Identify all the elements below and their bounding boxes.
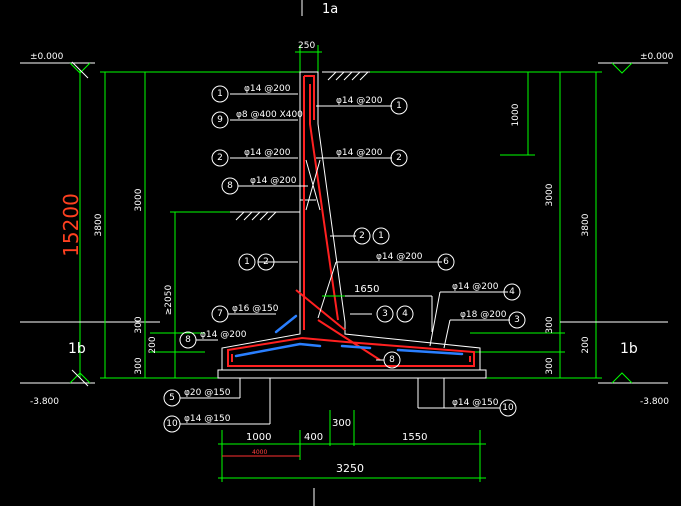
label-l2: φ8 @400 X400 xyxy=(236,110,303,120)
label-r4: φ14 @200 xyxy=(452,282,499,292)
svg-text:4: 4 xyxy=(509,287,515,297)
svg-text:5: 5 xyxy=(169,393,175,403)
svg-text:2: 2 xyxy=(396,153,402,163)
svg-text:8: 8 xyxy=(227,181,233,191)
left-dim-group: 3800 3000 ≥2050 300 200 300 xyxy=(94,71,300,379)
svg-text:4000: 4000 xyxy=(252,449,267,456)
svg-text:3000: 3000 xyxy=(134,188,144,211)
svg-text:7: 7 xyxy=(217,309,223,319)
svg-text:1000: 1000 xyxy=(246,432,271,443)
svg-text:300: 300 xyxy=(134,316,144,333)
svg-text:±0.000: ±0.000 xyxy=(30,52,64,62)
svg-text:200: 200 xyxy=(581,336,591,353)
big-dim-label: 15200 xyxy=(59,193,83,257)
svg-text:8: 8 xyxy=(389,355,395,365)
svg-text:1: 1 xyxy=(244,257,250,267)
leader-lines xyxy=(180,93,510,425)
svg-text:1000: 1000 xyxy=(511,103,521,126)
label-r1: φ14 @200 xyxy=(336,96,383,106)
svg-text:3250: 3250 xyxy=(336,462,364,475)
svg-text:300: 300 xyxy=(332,418,351,429)
svg-text:1: 1 xyxy=(378,231,384,241)
circle-markers: 1 9 2 8 1 2 1 2 2 1 6 4 3 3 4 8 7 8 5 10… xyxy=(163,85,526,433)
label-r3: φ14 @200 xyxy=(376,252,423,262)
svg-text:4: 4 xyxy=(402,309,408,319)
svg-text:6: 6 xyxy=(443,257,449,267)
base-slab xyxy=(217,369,487,379)
svg-text:-3.800: -3.800 xyxy=(640,397,669,407)
svg-text:10: 10 xyxy=(502,403,514,413)
label-l3: φ14 @200 xyxy=(244,148,291,158)
svg-text:3: 3 xyxy=(382,309,388,319)
svg-text:1: 1 xyxy=(217,89,223,99)
svg-text:1650: 1650 xyxy=(354,284,379,295)
label-l4: φ14 @200 xyxy=(250,176,297,186)
label-r2: φ14 @200 xyxy=(336,148,383,158)
label-l5: φ16 @150 xyxy=(232,304,279,314)
svg-text:10: 10 xyxy=(166,419,178,429)
svg-text:300: 300 xyxy=(545,357,555,374)
svg-text:±0.000: ±0.000 xyxy=(640,52,674,62)
label-b1: φ20 @150 xyxy=(184,388,231,398)
svg-text:2: 2 xyxy=(359,231,365,241)
svg-text:300: 300 xyxy=(134,357,144,374)
right-dim-group: 1000 3000 3800 300 200 300 1b xyxy=(360,71,668,379)
svg-text:3: 3 xyxy=(514,315,520,325)
svg-text:300: 300 xyxy=(545,316,555,333)
label-l6: φ14 @200 xyxy=(200,330,247,340)
top-dim-250: 250 xyxy=(295,41,322,72)
svg-text:-3.800: -3.800 xyxy=(30,397,59,407)
elevation-mark-top-left: ±0.000 xyxy=(20,52,95,74)
svg-text:3000: 3000 xyxy=(545,183,555,206)
svg-text:3800: 3800 xyxy=(581,213,591,236)
svg-text:250: 250 xyxy=(298,41,315,51)
svg-text:400: 400 xyxy=(304,432,323,443)
rebar-red xyxy=(227,75,475,367)
elevation-mark-top-right: ±0.000 xyxy=(598,52,674,74)
svg-text:1: 1 xyxy=(396,101,402,111)
label-b3: φ14 @150 xyxy=(452,398,499,408)
soil-hatch-left xyxy=(230,211,300,221)
label-b2: φ14 @150 xyxy=(184,414,231,424)
axis-label-left: 1b xyxy=(68,341,86,357)
label-r5: φ18 @200 xyxy=(460,310,507,320)
svg-text:2: 2 xyxy=(217,153,223,163)
dim-1650: 1650 xyxy=(322,284,379,297)
svg-text:8: 8 xyxy=(185,335,191,345)
svg-text:2: 2 xyxy=(263,257,269,267)
elevation-mark-bottom-right: -3.800 xyxy=(598,372,669,407)
axis-label-right: 1b xyxy=(620,341,638,357)
svg-text:9: 9 xyxy=(217,115,223,125)
bottom-dims: 1000 400 300 1550 4000 3250 xyxy=(218,410,486,482)
soil-hatch-right xyxy=(322,71,370,81)
label-l1: φ14 @200 xyxy=(244,84,291,94)
axis-label-top: 1a xyxy=(322,2,338,17)
svg-text:200: 200 xyxy=(148,336,158,353)
rebar-blue xyxy=(234,314,464,358)
svg-text:≥2050: ≥2050 xyxy=(164,285,174,316)
svg-text:3800: 3800 xyxy=(94,213,104,236)
elevation-mark-bottom-left: -3.800 xyxy=(20,372,95,407)
wall-outline xyxy=(221,71,481,371)
svg-text:1550: 1550 xyxy=(402,432,427,443)
